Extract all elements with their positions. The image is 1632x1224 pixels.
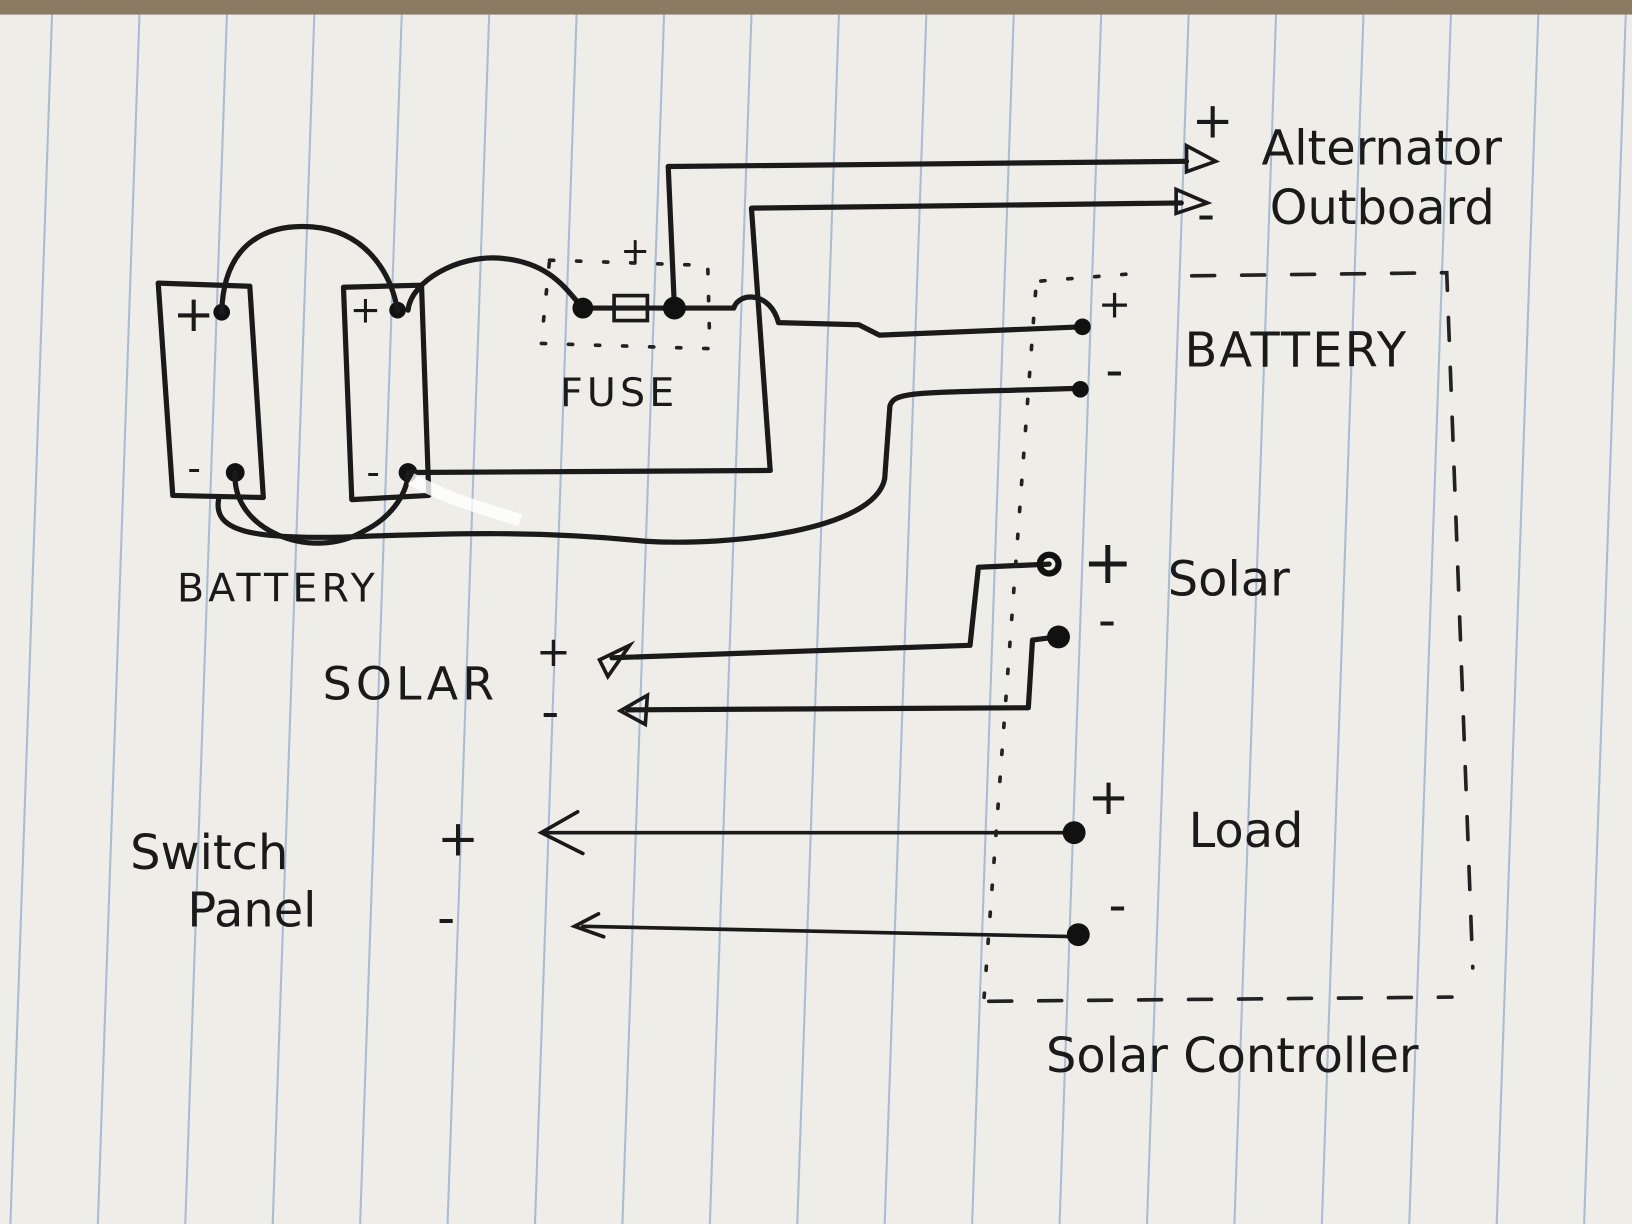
controller-solar-label: Solar (1168, 552, 1290, 607)
ruled-line (971, 14, 1015, 1224)
ruled-line (1495, 14, 1540, 1224)
ruled-line (1320, 14, 1365, 1224)
battery-1 (155, 280, 266, 501)
switch-panel-label-line1: Switch (130, 826, 288, 881)
ruled-line (1408, 14, 1452, 1224)
controller-battery-plus: + (1098, 281, 1131, 327)
alternator-plus-arrow-icon (1184, 142, 1221, 175)
ruled-line (271, 14, 316, 1224)
battery-1-plus: + (173, 285, 215, 343)
switch-plus-arrow-icon (537, 810, 585, 856)
switch-panel-label-line2: Panel (187, 883, 316, 938)
ruled-line (184, 14, 228, 1224)
controller-load-minus: - (1108, 876, 1126, 934)
ruled-line (533, 14, 578, 1224)
ruled-line (1583, 14, 1627, 1224)
outboard-label: Outboard (1270, 181, 1495, 236)
controller-load-label: Load (1189, 804, 1304, 859)
battery-2 (340, 282, 432, 503)
ruled-line (796, 14, 840, 1224)
alternator-minus: - (1197, 185, 1215, 243)
ruled-line (1233, 14, 1278, 1224)
ruled-line (359, 14, 403, 1224)
switch-panel-minus: - (437, 889, 455, 947)
battery-2-minus: - (366, 450, 380, 494)
alternator-label: Alternator (1261, 121, 1502, 176)
wires (215, 158, 1190, 939)
solar-plus-arrow-icon (597, 640, 636, 681)
ruled-line (1145, 14, 1190, 1224)
battery-2-plus: + (350, 288, 381, 332)
fuse-plus: + (620, 230, 650, 271)
fuse-label: FUSE (560, 370, 678, 416)
solar-panel-plus: + (536, 627, 571, 676)
alternator-plus: + (1192, 91, 1234, 149)
switch-panel-plus: + (437, 810, 479, 868)
ruled-line (621, 14, 666, 1224)
solar-controller-label: Solar Controller (1046, 1029, 1419, 1084)
ruled-line (883, 14, 928, 1224)
switch-minus-arrow-icon (569, 912, 606, 939)
ruled-line (96, 14, 141, 1224)
battery-bank: + + - - BATTERY (155, 280, 432, 612)
solar-controller: + - BATTERY + - Solar + - Load Solar Con… (981, 270, 1475, 1084)
ruled-line (708, 14, 753, 1224)
arrows (537, 142, 1221, 939)
controller-load-plus: + (1088, 768, 1130, 826)
solar-panel-minus: - (541, 683, 559, 741)
controller-battery-label: BATTERY (1184, 323, 1408, 378)
battery-1-minus: - (187, 446, 201, 490)
solar-panel-label: SOLAR (323, 656, 499, 710)
controller-solar-plus: + (1082, 528, 1133, 598)
controller-battery-minus: - (1105, 341, 1123, 399)
ruled-line (9, 14, 54, 1224)
solar-minus-arrow-icon (616, 691, 650, 728)
fuse: + FUSE (539, 230, 712, 416)
battery-label: BATTERY (177, 566, 379, 612)
ruled-line (1058, 14, 1103, 1224)
controller-solar-minus: - (1098, 591, 1116, 649)
alternator-minus-arrow-icon (1174, 186, 1213, 216)
ruled-line (446, 14, 491, 1224)
